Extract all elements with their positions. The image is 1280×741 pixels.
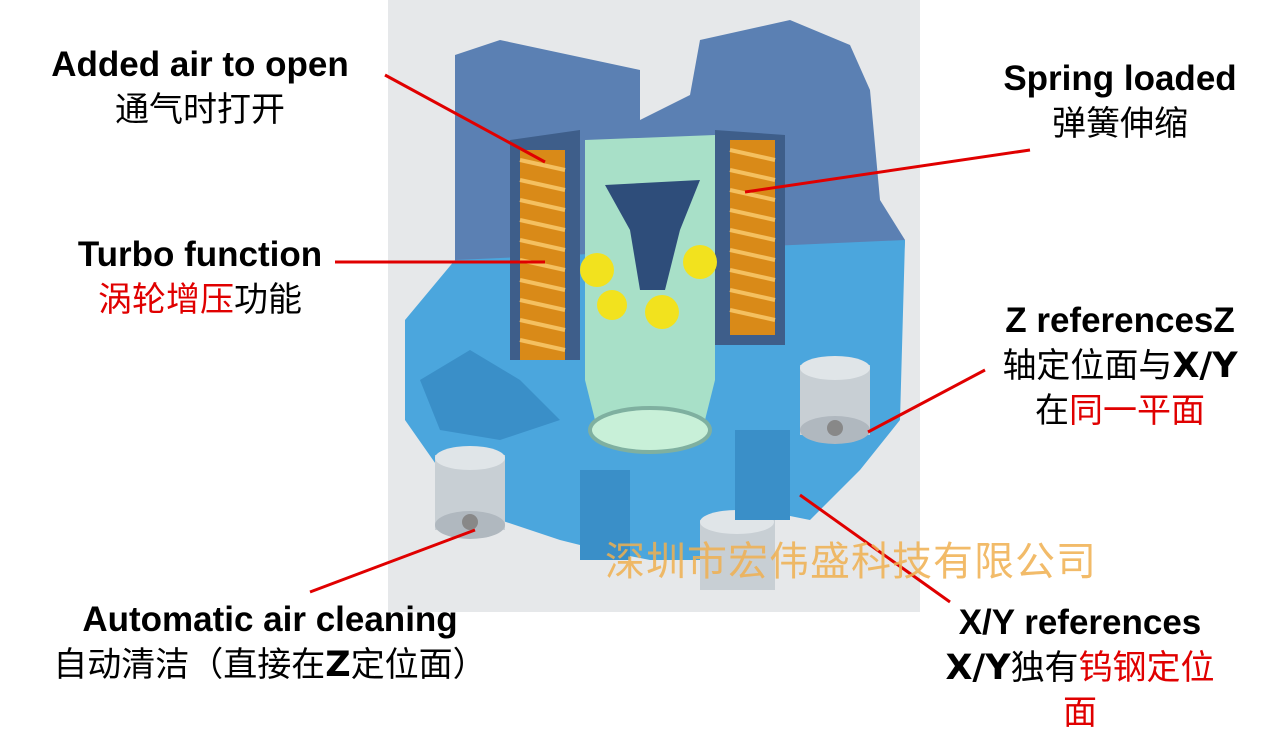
label-zh: 通气时打开 <box>115 89 285 130</box>
xy-reference-block <box>735 430 790 520</box>
label-z-ref: Z referencesZ 轴定位面与X/Y 在同一平面 <box>985 298 1255 433</box>
label-xy-ref: X/Y references X/Y独有钨钢定位 面 <box>940 600 1220 735</box>
label-zh-red: 钨钢定位 <box>1078 647 1215 688</box>
label-zh-red: 同一平面 <box>1069 391 1205 431</box>
clamping-pin-head <box>605 180 700 290</box>
label-en: Z referencesZ <box>1005 301 1235 340</box>
label-zh-red: 涡轮增压 <box>98 279 234 320</box>
label-zh-bold: X/Y <box>1172 345 1238 386</box>
locking-balls <box>580 245 717 329</box>
label-zh-bold: Z <box>325 644 351 685</box>
leader-auto-clean <box>309 528 476 594</box>
label-spring: Spring loaded 弹簧伸缩 <box>985 56 1255 146</box>
label-zh: 定位面） <box>350 644 487 685</box>
label-zh: 在 <box>1035 391 1069 431</box>
pin-bore <box>588 406 712 454</box>
leader-xy-ref <box>799 493 951 604</box>
label-zh: 自动清洁（直接在 <box>53 644 326 685</box>
label-en: Spring loaded <box>1003 59 1237 98</box>
xy-reference-block-left <box>580 470 630 560</box>
leader-lines <box>309 73 1031 604</box>
label-auto-clean: Automatic air cleaning 自动清洁（直接在Z定位面） <box>30 597 510 688</box>
base-face <box>420 350 560 440</box>
leader-spring <box>744 148 1031 194</box>
label-en: Turbo function <box>77 235 323 274</box>
label-zh: 独有 <box>1010 647 1079 688</box>
label-zh: 功能 <box>234 279 302 320</box>
leader-added-air <box>384 73 546 164</box>
label-zh-bold: X/Y <box>945 647 1011 688</box>
right-spring <box>729 140 776 335</box>
screw-right <box>800 356 870 444</box>
label-added-air: Added air to open 通气时打开 <box>30 42 370 132</box>
screw-left <box>435 446 505 539</box>
label-zh: 轴定位面与 <box>1002 345 1173 386</box>
leader-z-ref <box>867 368 986 434</box>
label-en: X/Y references <box>958 603 1202 642</box>
label-zh: 弹簧伸缩 <box>1052 103 1188 144</box>
label-en: Automatic air cleaning <box>82 600 458 639</box>
label-turbo: Turbo function 涡轮增压功能 <box>60 232 340 322</box>
label-en: Added air to open <box>51 45 349 84</box>
left-spring <box>519 150 566 360</box>
label-zh-red: 面 <box>1063 693 1097 733</box>
watermark: 深圳市宏伟盛科技有限公司 <box>605 539 1097 585</box>
